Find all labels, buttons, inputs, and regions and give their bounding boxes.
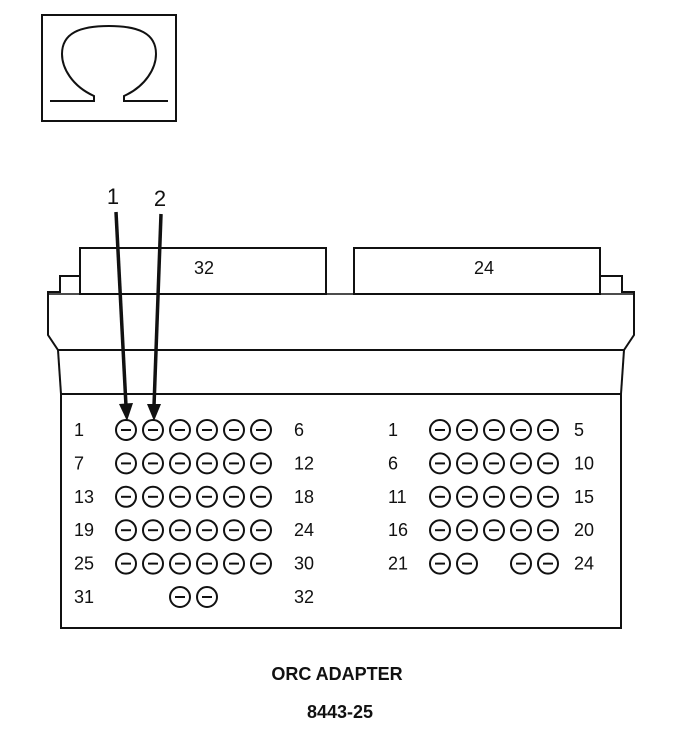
- row-end-label: 24: [574, 554, 594, 574]
- pin-terminal: [510, 552, 532, 575]
- pin-terminal: [510, 485, 532, 508]
- pin-terminal: [196, 586, 218, 608]
- pin-terminal: [537, 552, 559, 575]
- pin-terminal: [223, 452, 245, 475]
- pin-terminal: [429, 452, 451, 475]
- pin-terminal: [537, 452, 559, 475]
- row-end-label: 32: [294, 587, 314, 607]
- pin-terminal: [223, 552, 245, 575]
- pin-terminal: [483, 519, 505, 542]
- row-start-label: 1: [388, 420, 398, 440]
- row-end-label: 20: [574, 520, 594, 540]
- pin-terminal: [429, 419, 451, 441]
- row-start-label: 7: [74, 453, 84, 473]
- callout-arrow-2: 2: [147, 186, 166, 421]
- row-end-label: 10: [574, 453, 594, 473]
- pin-terminal: [483, 485, 505, 508]
- pin-terminal: [196, 519, 218, 542]
- pin-terminal: [115, 519, 137, 542]
- callout-arrow-1: 1: [107, 184, 133, 421]
- pin-terminal: [456, 452, 478, 475]
- pin-terminal: [429, 552, 451, 575]
- pin-terminal: [142, 419, 164, 441]
- pin-terminal: [142, 485, 164, 508]
- pin-terminal: [142, 519, 164, 542]
- pin-terminal: [223, 419, 245, 441]
- pin-terminal: [196, 452, 218, 475]
- pin-terminal: [115, 552, 137, 575]
- pin-terminal: [250, 452, 272, 475]
- pin-terminal: [115, 419, 137, 441]
- row-end-label: 24: [294, 520, 314, 540]
- pin-terminal: [537, 519, 559, 542]
- pin-terminal: [169, 586, 191, 608]
- row-end-label: 15: [574, 487, 594, 507]
- adapter-housing: [47, 275, 635, 395]
- pin-terminal: [456, 552, 478, 575]
- pin-terminal: [169, 419, 191, 441]
- pin-grid-32: 1 6 7 12 13 18 19 24 25 30 31 32: [74, 419, 314, 608]
- row-end-label: 5: [574, 420, 584, 440]
- row-start-label: 31: [74, 587, 94, 607]
- caption-title: ORC ADAPTER: [271, 664, 402, 684]
- row-end-label: 12: [294, 453, 314, 473]
- connector-24-label: 24: [474, 258, 494, 278]
- pin-terminal: [510, 519, 532, 542]
- row-start-label: 11: [388, 487, 407, 507]
- pin-terminal: [169, 519, 191, 542]
- pin-terminal: [250, 552, 272, 575]
- pin-terminal: [169, 452, 191, 475]
- row-end-label: 30: [294, 554, 314, 574]
- row-end-label: 6: [294, 420, 304, 440]
- pin-terminal: [429, 485, 451, 508]
- connector-32-label: 32: [194, 258, 214, 278]
- pin-terminal: [483, 452, 505, 475]
- row-start-label: 6: [388, 453, 398, 473]
- pin-terminal: [456, 519, 478, 542]
- pin-terminal: [115, 485, 137, 508]
- pin-terminal: [223, 485, 245, 508]
- pin-terminal: [537, 485, 559, 508]
- pin-terminal: [196, 552, 218, 575]
- row-start-label: 13: [74, 487, 94, 507]
- pin-terminal: [537, 419, 559, 441]
- row-start-label: 1: [74, 420, 84, 440]
- connector-shell-24: 24: [353, 247, 601, 295]
- pin-terminal: [169, 485, 191, 508]
- pin-terminal: [510, 452, 532, 475]
- callout-label-1: 1: [107, 184, 119, 209]
- pin-terminal: [429, 519, 451, 542]
- pin-terminal: [250, 419, 272, 441]
- pin-terminal: [196, 419, 218, 441]
- pin-terminal: [142, 452, 164, 475]
- callout-label-2: 2: [154, 186, 166, 211]
- pin-terminal: [223, 519, 245, 542]
- pin-terminal: [250, 519, 272, 542]
- pin-terminal: [115, 452, 137, 475]
- pin-terminal: [169, 552, 191, 575]
- pin-terminal: [196, 485, 218, 508]
- row-start-label: 16: [388, 520, 408, 540]
- pin-terminal: [250, 485, 272, 508]
- caption-part-number: 8443-25: [307, 702, 373, 722]
- pin-terminal: [483, 419, 505, 441]
- row-start-label: 21: [388, 554, 408, 574]
- row-start-label: 19: [74, 520, 94, 540]
- pin-terminal: [510, 419, 532, 441]
- ohm-symbol-icon: [41, 14, 177, 122]
- pin-terminal: [456, 485, 478, 508]
- row-end-label: 18: [294, 487, 314, 507]
- row-start-label: 25: [74, 554, 94, 574]
- pin-terminal: [142, 552, 164, 575]
- pin-terminal: [456, 419, 478, 441]
